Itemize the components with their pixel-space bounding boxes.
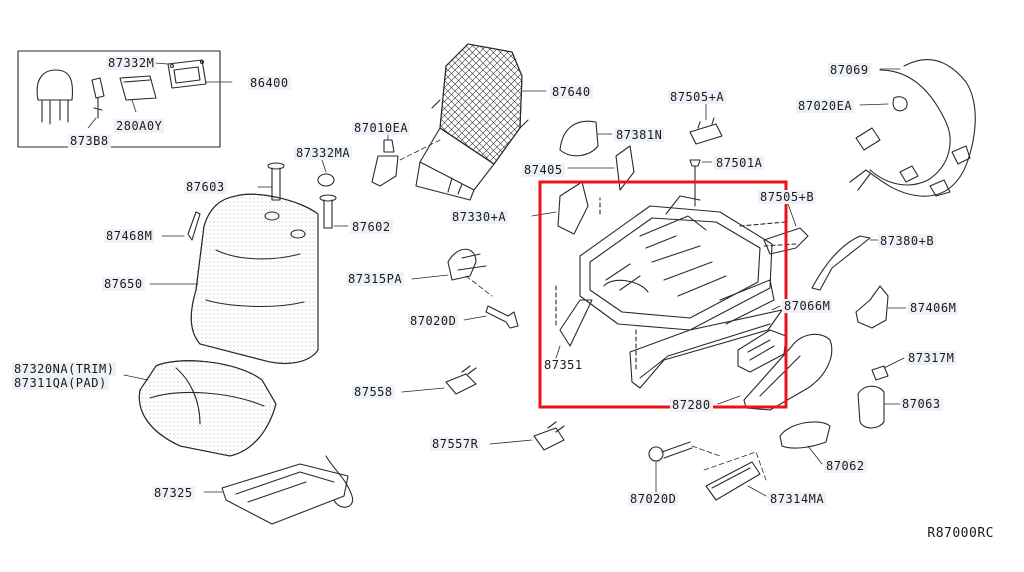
part-label-87380b: 87380+B [878,234,937,248]
cover-87381n [559,120,599,157]
grommet [317,173,335,187]
bracket-87505b [763,227,809,255]
bracket-87405 [615,145,635,191]
part-label-87603: 87603 [184,180,227,194]
part-label-87320na: 87320NA(TRIM) [12,362,117,376]
clip-87468m [187,211,201,241]
reference-code: R87000RC [927,526,994,541]
part-label-87558: 87558 [352,385,395,399]
part-label-87640: 87640 [550,85,593,99]
part-label-87317m: 87317M [906,351,957,365]
headrest-guide-87602 [319,194,337,229]
part-label-87063: 87063 [900,397,943,411]
part-label-87332m: 87332M [106,56,157,70]
recliner-bolt [371,139,399,187]
wire-harness-87069 [849,58,976,197]
part-label-87602: 87602 [350,220,393,234]
knob-87063 [857,385,885,429]
lever-87315pa [447,248,487,281]
highlight-frame [538,180,788,409]
seat-back-frame [415,43,529,201]
clip-87558 [445,373,477,395]
part-label-87010ea: 87010EA [352,121,411,135]
part-87505a [689,117,723,145]
knob-87062 [779,421,831,449]
part-label-87020d-b: 87020D [628,492,679,506]
headrest-guide-87603 [267,162,285,201]
part-label-87557r: 87557R [430,437,481,451]
cover-87314ma [705,461,761,501]
part-label-873b8: 873B8 [68,134,111,148]
headrest-kit-box [17,50,221,148]
bracket-87406m [855,285,889,329]
part-label-87351: 87351 [544,358,583,372]
bolt-87020d-a [485,305,519,329]
part-label-280a0y: 280A0Y [114,119,165,133]
clip-87557r [533,427,565,451]
part-label-87314ma: 87314MA [768,492,827,506]
switch-87066m [737,329,787,373]
part-label-86400: 86400 [248,76,291,90]
part-label-87501a: 87501A [714,156,765,170]
part-label-87505a: 87505+A [668,90,727,104]
part-label-87381n: 87381N [614,128,665,142]
clip-87317m [871,365,889,381]
seat-frame-assembly [555,181,797,389]
part-label-87406m: 87406M [908,301,959,315]
part-label-87020d-a: 87020D [408,314,459,328]
part-label-87062: 87062 [824,459,867,473]
part-label-87069: 87069 [828,63,871,77]
side-finisher-87280 [743,333,833,411]
part-label-87650: 87650 [102,277,145,291]
part-label-87311qa: 87311QA(PAD) [12,376,109,390]
part-label-87405: 87405 [522,163,565,177]
part-label-87332ma: 87332MA [294,146,353,160]
part-label-87020ea: 87020EA [796,99,855,113]
part-label-87325: 87325 [152,486,195,500]
seat-cushion [138,360,277,457]
part-label-87066m: 87066M [782,299,833,313]
part-label-87315pa: 87315PA [346,272,405,286]
part-label-87280: 87280 [670,398,713,412]
seat-heater-pad [221,455,354,525]
cover-87380b [811,235,871,291]
seat-back-trim [190,193,319,365]
part-label-87468m: 87468M [104,229,155,243]
part-label-87505b: 87505+B [758,190,817,204]
bolt-87020d-b [648,441,693,462]
part-label-87330a: 87330+A [450,210,509,224]
